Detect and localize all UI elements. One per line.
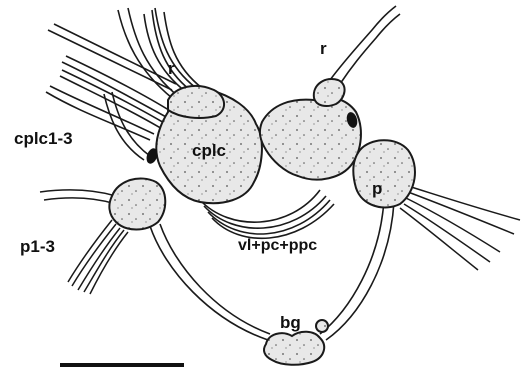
label-r-left: r bbox=[168, 60, 175, 77]
ganglion-p-left bbox=[109, 178, 165, 229]
ganglion-cplc-right bbox=[260, 97, 361, 179]
label-cplc1-3: cplc1-3 bbox=[14, 130, 73, 147]
label-p: p bbox=[372, 180, 382, 197]
ganglion-r-left bbox=[168, 86, 224, 118]
nerve-r-right bbox=[330, 6, 400, 84]
label-p1-3: p1-3 bbox=[20, 238, 55, 255]
ganglion-bg-lobe bbox=[316, 320, 328, 332]
ganglion-p-right bbox=[353, 140, 415, 207]
nerve-bundle-p-right bbox=[400, 186, 520, 270]
ganglion-r-right bbox=[314, 79, 345, 106]
label-bg: bg bbox=[280, 314, 301, 331]
label-vl-pc-ppc: vl+pc+ppc bbox=[238, 238, 317, 254]
ganglion-bg bbox=[264, 332, 324, 365]
label-cplc: cplc bbox=[192, 142, 226, 159]
label-r-right: r bbox=[320, 40, 327, 57]
